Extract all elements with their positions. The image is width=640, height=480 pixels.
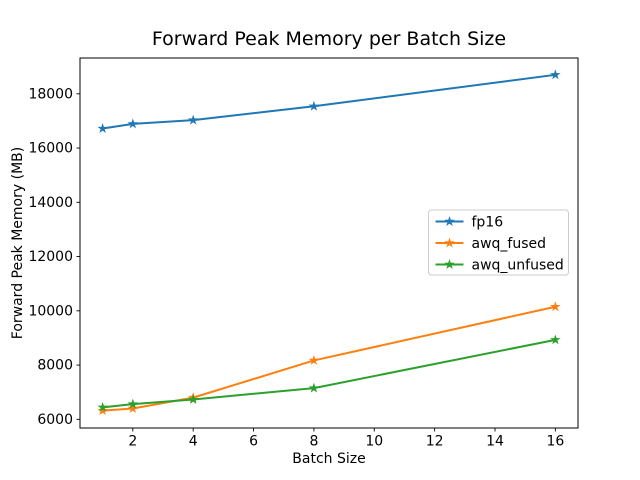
- x-axis-label: Batch Size: [292, 451, 365, 467]
- y-tick-label: 18000: [28, 86, 73, 102]
- x-tick-label: 8: [309, 434, 318, 450]
- y-tick-label: 8000: [37, 358, 73, 374]
- series-line-awq_fused: [101, 305, 557, 412]
- data-point-marker: [97, 123, 108, 133]
- axis-ticks: 2 4 6 8 10 12 14 16 6000 8000 10000 12000 14000 16000…: [28, 86, 564, 449]
- data-point-marker: [187, 394, 199, 404]
- data-point-marker: [308, 382, 320, 393]
- y-axis-label: Forward Peak Memory (MB): [10, 147, 26, 339]
- series-markers-awq_unfused: [97, 334, 561, 412]
- y-tick-label: 12000: [28, 249, 73, 265]
- data-point-marker: [308, 354, 320, 365]
- data-point-marker: [127, 402, 139, 413]
- series-markers-awq_fused: [97, 301, 561, 416]
- y-tick-label: 14000: [28, 195, 73, 211]
- data-point-marker: [308, 100, 320, 111]
- x-tick-label: 10: [365, 434, 383, 450]
- data-point-marker: [550, 69, 561, 80]
- legend-entry-awq_unfused: awq_unfused: [435, 258, 564, 274]
- x-tick-label: 14: [486, 434, 504, 450]
- data-point-marker: [550, 301, 561, 312]
- series-line-awq_unfused: [101, 338, 557, 409]
- data-point-marker: [187, 114, 199, 125]
- x-tick-label: 2: [128, 434, 137, 450]
- data-point-marker: [127, 118, 139, 129]
- legend-label: awq_unfused: [472, 258, 564, 274]
- series-markers-fp16: [97, 69, 561, 133]
- y-tick-label: 6000: [37, 412, 73, 428]
- legend-marker: [444, 237, 455, 248]
- legend: fp16 awq_fused awq_unfused: [428, 209, 569, 276]
- plot-frame: [79, 57, 579, 429]
- x-tick-label: 12: [426, 434, 444, 450]
- legend-box: [428, 209, 569, 276]
- series-line-fp16: [101, 73, 557, 130]
- legend-label: fp16: [472, 215, 504, 231]
- axes-spines: [79, 57, 579, 429]
- legend-marker: [444, 259, 455, 269]
- y-tick-label: 10000: [28, 303, 73, 319]
- legend-marker: [444, 216, 455, 226]
- legend-label: awq_fused: [472, 236, 547, 252]
- legend-entry-fp16: fp16: [435, 215, 504, 231]
- data-point-marker: [97, 401, 108, 412]
- chart-title: Forward Peak Memory per Batch Size: [152, 28, 506, 50]
- x-tick-label: 4: [189, 434, 198, 450]
- data-point-marker: [127, 398, 139, 409]
- data-point-marker: [97, 405, 108, 416]
- legend-entry-awq_fused: awq_fused: [435, 236, 547, 252]
- data-point-marker: [550, 334, 561, 345]
- plot-series: [97, 69, 561, 416]
- x-tick-label: 16: [546, 434, 564, 450]
- y-tick-label: 16000: [28, 141, 73, 157]
- x-tick-label: 6: [249, 434, 258, 450]
